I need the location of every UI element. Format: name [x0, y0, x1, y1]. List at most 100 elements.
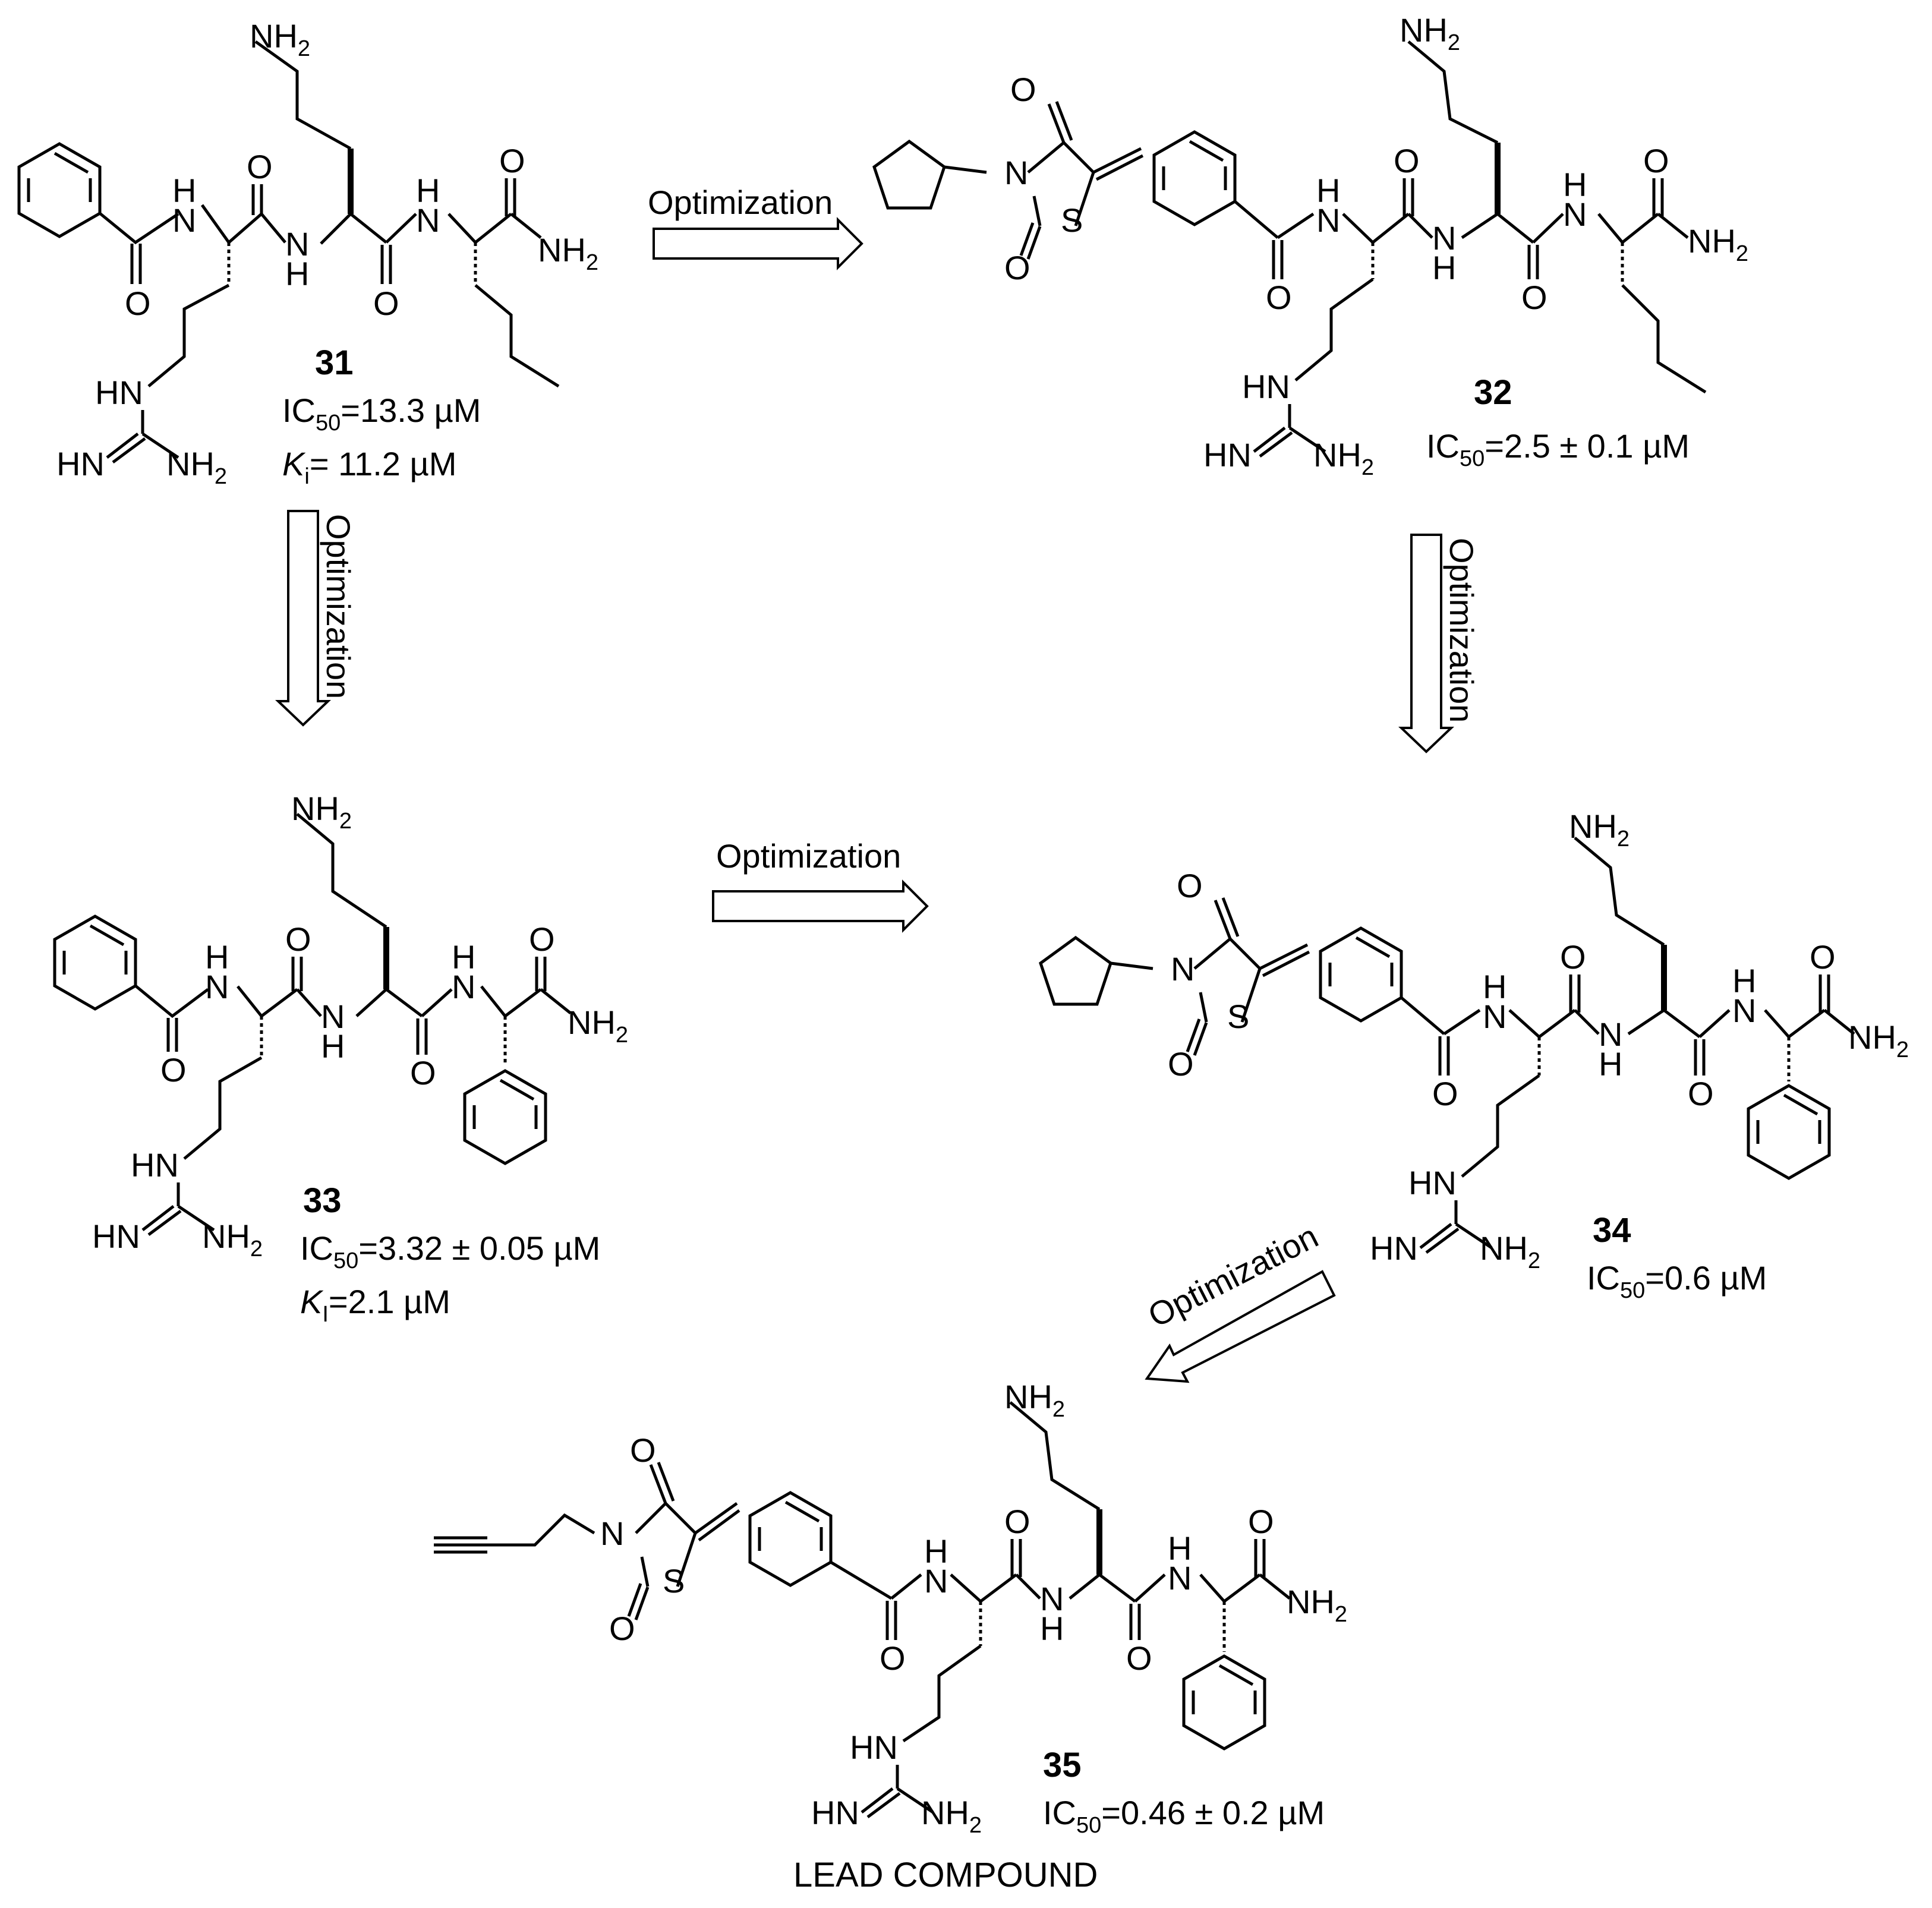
atom-label-n: N [285, 225, 309, 263]
atom-label-nh2: NH2 [250, 17, 310, 61]
compound-number: 34 [1593, 1211, 1631, 1250]
atom-label-n: N [1483, 998, 1506, 1035]
atom-label-n: N [1732, 992, 1756, 1029]
atom-label-h: H [1432, 249, 1456, 286]
compound-32: NH2 O N S O O H N O N H O H N O NH2 HN H… [874, 11, 1748, 480]
compound-33-atom-labels: NH2 H N O O N H O H N O NH2 HN HN NH2 [92, 790, 628, 1262]
atom-label-nh2: NH2 [1569, 808, 1630, 851]
atom-label-s: S [663, 1562, 685, 1600]
atom-label-nh2: NH2 [166, 445, 227, 489]
compound-31-structure [19, 40, 560, 464]
atom-label-n: N [924, 1562, 948, 1600]
compound-35-structure [434, 1401, 1291, 1819]
compound-number: 32 [1474, 373, 1512, 412]
arrow-32-to-34: Optimization [1398, 534, 1480, 753]
atom-label-h: H [416, 172, 440, 209]
atom-label-o: O [1560, 938, 1586, 976]
compound-34-structure [1041, 837, 1855, 1254]
atom-label-nh2: NH2 [291, 790, 352, 834]
atom-label-hn: HN [1370, 1229, 1418, 1267]
atom-label-nh2: NH2 [202, 1218, 263, 1262]
atom-label-o: O [1010, 71, 1036, 108]
atom-label-n: N [1563, 195, 1587, 233]
atom-label-h: H [321, 1027, 345, 1065]
atom-label-nh2: NH2 [538, 231, 598, 275]
atom-label-o: O [247, 148, 273, 185]
atom-label-o: O [880, 1639, 906, 1677]
atom-label-o: O [1004, 1503, 1030, 1540]
atom-label-n: N [1432, 219, 1456, 257]
atom-label-h: H [924, 1532, 948, 1570]
atom-label-o: O [410, 1054, 436, 1092]
atom-label-h: H [1316, 172, 1340, 209]
atom-label-o: O [1177, 867, 1203, 904]
atom-label-n: N [172, 201, 196, 239]
ic50-value: IC50=2.5 ± 0.1 µM [1426, 427, 1690, 471]
atom-label-hn: HN [850, 1729, 898, 1766]
compound-number: 31 [315, 343, 354, 382]
atom-label-hn: HN [56, 445, 105, 482]
atom-label-n: N [1171, 950, 1195, 988]
ki-value: KI=2.1 µM [300, 1283, 450, 1327]
atom-label-o: O [373, 285, 399, 322]
atom-label-hn: HN [1203, 436, 1252, 474]
compound-number: 35 [1043, 1746, 1082, 1784]
atom-label-hn: HN [131, 1146, 179, 1184]
atom-label-o: O [1810, 938, 1836, 976]
arrow-label: Optimization [320, 514, 357, 699]
atom-label-o: O [160, 1051, 187, 1089]
compound-31-atom-labels: NH2 H N O O N H O H N O NH2 HN HN NH2 [56, 17, 598, 489]
atom-label-o: O [529, 920, 555, 958]
atom-label-o: O [1688, 1075, 1714, 1112]
arrow-31-to-33: Optimization [275, 510, 357, 727]
atom-label-n: N [600, 1515, 624, 1552]
atom-label-nh2: NH2 [568, 1004, 628, 1048]
atom-label-hn: HN [1242, 368, 1290, 405]
atom-label-nh2: NH2 [1688, 222, 1748, 266]
atom-label-n: N [1599, 1016, 1622, 1053]
atom-label-n: N [205, 968, 229, 1005]
atom-label-o: O [125, 285, 151, 322]
atom-label-n: N [452, 968, 475, 1005]
atom-label-h: H [1732, 962, 1756, 999]
compound-number: 33 [303, 1181, 342, 1220]
arrow-label: Optimization [1443, 538, 1480, 723]
ic50-value: IC50=3.32 ± 0.05 µM [300, 1229, 600, 1273]
arrow-33-to-34: Optimization [712, 837, 929, 933]
atom-label-s: S [1061, 201, 1083, 239]
atom-label-hn: HN [1408, 1164, 1457, 1201]
atom-label-o: O [499, 142, 525, 179]
atom-label-n: N [1040, 1580, 1064, 1617]
arrow-label: Optimization [716, 837, 901, 875]
atom-label-o: O [609, 1610, 635, 1647]
atom-label-o: O [1248, 1503, 1274, 1540]
atom-label-h: H [205, 938, 229, 976]
atom-label-n: N [1316, 201, 1340, 239]
atom-label-h: H [1040, 1610, 1064, 1647]
atom-label-o: O [1168, 1045, 1194, 1083]
atom-label-nh2: NH2 [921, 1794, 982, 1838]
compound-35-atom-labels: NH2 O N S O O H N O N H O H N O NH2 HN H… [600, 1378, 1347, 1838]
atom-label-n: N [1168, 1559, 1192, 1597]
atom-label-s: S [1227, 998, 1249, 1035]
compound-32-structure [874, 40, 1707, 458]
atom-label-o: O [285, 920, 311, 958]
compound-33: NH2 H N O O N H O H N O NH2 HN HN NH2 33… [55, 790, 628, 1327]
arrow-label: Optimization [648, 184, 833, 221]
arrow-34-to-35: Optimization [1142, 1217, 1336, 1383]
atom-label-nh2: NH2 [1400, 11, 1460, 55]
atom-label-n: N [321, 998, 345, 1035]
compound-34: NH2 O N S O O H N O N H O H N O NH2 HN H… [1041, 808, 1909, 1303]
atom-label-o: O [1126, 1639, 1152, 1677]
arrow-31-to-32: Optimization [648, 184, 863, 270]
atom-label-h: H [1599, 1045, 1622, 1083]
atom-label-nh2: NH2 [1480, 1229, 1540, 1273]
atom-label-h: H [1168, 1529, 1192, 1567]
atom-label-nh2: NH2 [1287, 1583, 1347, 1627]
compound-34-atom-labels: NH2 O N S O O H N O N H O H N O NH2 HN H… [1168, 808, 1909, 1273]
atom-label-o: O [630, 1431, 656, 1469]
atom-label-h: H [172, 172, 196, 209]
atom-label-n: N [416, 201, 440, 239]
atom-label-h: H [285, 255, 309, 292]
atom-label-o: O [1521, 279, 1548, 316]
